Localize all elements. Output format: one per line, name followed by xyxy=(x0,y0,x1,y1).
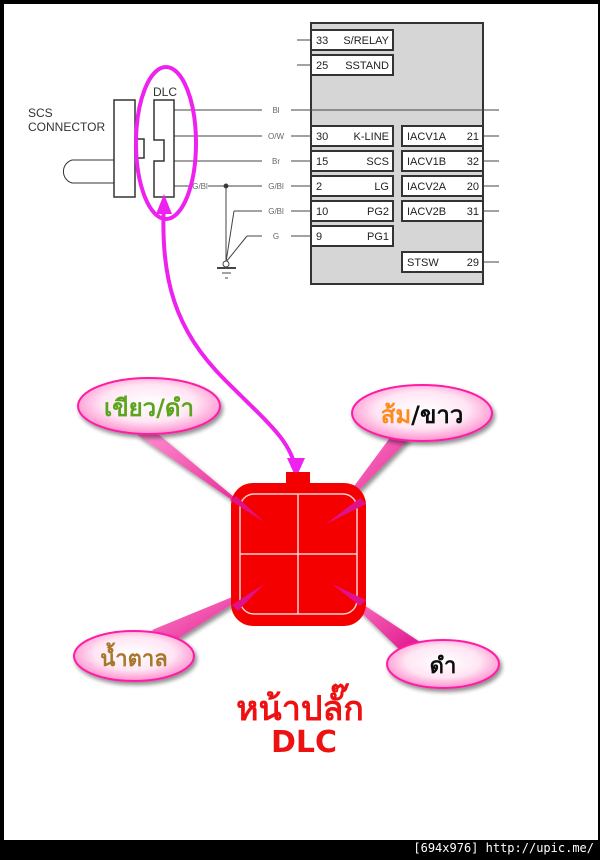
wire-code: Bl xyxy=(272,106,279,115)
pin-name: IACV2B xyxy=(407,206,446,218)
pin-number: 33 xyxy=(316,35,328,47)
dlc-plug-face xyxy=(231,472,366,626)
title-line-2: DLC xyxy=(271,725,337,760)
pin-number: 15 xyxy=(316,156,328,168)
scs-connector-label-1: SCS xyxy=(28,106,53,120)
footer-bar: [694x976] http://upic.me/ xyxy=(0,840,600,860)
ecm-left-pins: 33 S/RELAY 25 SSTAND 30 K-LINE 15 SCS 2 … xyxy=(297,29,394,247)
wire-color-green-black: เขียว/ดำ xyxy=(104,394,194,422)
wire-color-orange-white: ส้ม/ขาว xyxy=(381,401,464,429)
scs-connector-label-2: CONNECTOR xyxy=(28,120,105,134)
pin-name: STSW xyxy=(407,257,439,269)
pin-name: IACV1A xyxy=(407,131,447,143)
pin-number: 29 xyxy=(467,257,479,269)
pin-name: LG xyxy=(374,181,389,193)
callout-tail-tips xyxy=(230,496,366,611)
pin-number: 25 xyxy=(316,60,328,72)
callout-top-right: ส้ม/ขาว xyxy=(351,384,493,442)
pin-name: S/RELAY xyxy=(343,35,389,47)
callout-bottom-left: น้ำตาล xyxy=(73,630,195,682)
wire-code: G/Bl xyxy=(192,182,208,191)
pin-number: 9 xyxy=(316,231,322,243)
pin-name: IACV2A xyxy=(407,181,447,193)
pin-number: 30 xyxy=(316,131,328,143)
diagram-canvas: 33 S/RELAY 25 SSTAND 30 K-LINE 15 SCS 2 … xyxy=(4,4,598,840)
arrow-up-icon xyxy=(156,194,172,214)
wire-codes: Bl O/W Br G/Bl G/Bl G G/Bl xyxy=(192,106,284,241)
image-host-watermark: [694x976] http://upic.me/ xyxy=(413,841,594,855)
wire-code: Br xyxy=(272,157,280,166)
arrow-down-icon xyxy=(287,458,305,478)
dlc-highlight xyxy=(134,65,298,471)
pin-number: 31 xyxy=(467,206,479,218)
pin-name: K-LINE xyxy=(354,131,389,143)
pin-number: 20 xyxy=(467,181,479,193)
dlc-label: DLC xyxy=(153,85,177,99)
scs-connector: SCS CONNECTOR xyxy=(28,99,145,198)
pin-name: PG1 xyxy=(367,231,389,243)
wires xyxy=(174,109,499,279)
pin-number: 32 xyxy=(467,156,479,168)
pin-number: 2 xyxy=(316,181,322,193)
dlc-connector: DLC xyxy=(153,85,177,198)
wire-color-black: ดำ xyxy=(430,654,457,679)
color-orange-label: ส้ม xyxy=(381,401,411,429)
title: หน้าปลั๊ก DLC xyxy=(236,683,364,760)
title-line-1: หน้าปลั๊ก xyxy=(236,683,364,729)
wire-code: G xyxy=(273,232,279,241)
dlc-wiring-diagram: 33 S/RELAY 25 SSTAND 30 K-LINE 15 SCS 2 … xyxy=(28,22,500,760)
pin-name: PG2 xyxy=(367,206,389,218)
pin-number: 21 xyxy=(467,131,479,143)
callout-top-left: เขียว/ดำ xyxy=(77,377,221,435)
ecm-right-pins: IACV1A 21 IACV1B 32 IACV2A 20 IACV2B 31 … xyxy=(401,125,499,273)
pin-name: IACV1B xyxy=(407,156,446,168)
pin-number: 10 xyxy=(316,206,328,218)
color-white-label: ขาว xyxy=(420,401,463,429)
callout-bottom-right: ดำ xyxy=(386,639,500,689)
wire-code: G/Bl xyxy=(268,182,284,191)
pin-name: SCS xyxy=(366,156,389,168)
wire-color-brown: น้ำตาล xyxy=(100,642,168,672)
wire-code: G/Bl xyxy=(268,207,284,216)
slash: / xyxy=(411,401,420,429)
wire-code: O/W xyxy=(268,132,284,141)
pin-name: SSTAND xyxy=(345,60,389,72)
